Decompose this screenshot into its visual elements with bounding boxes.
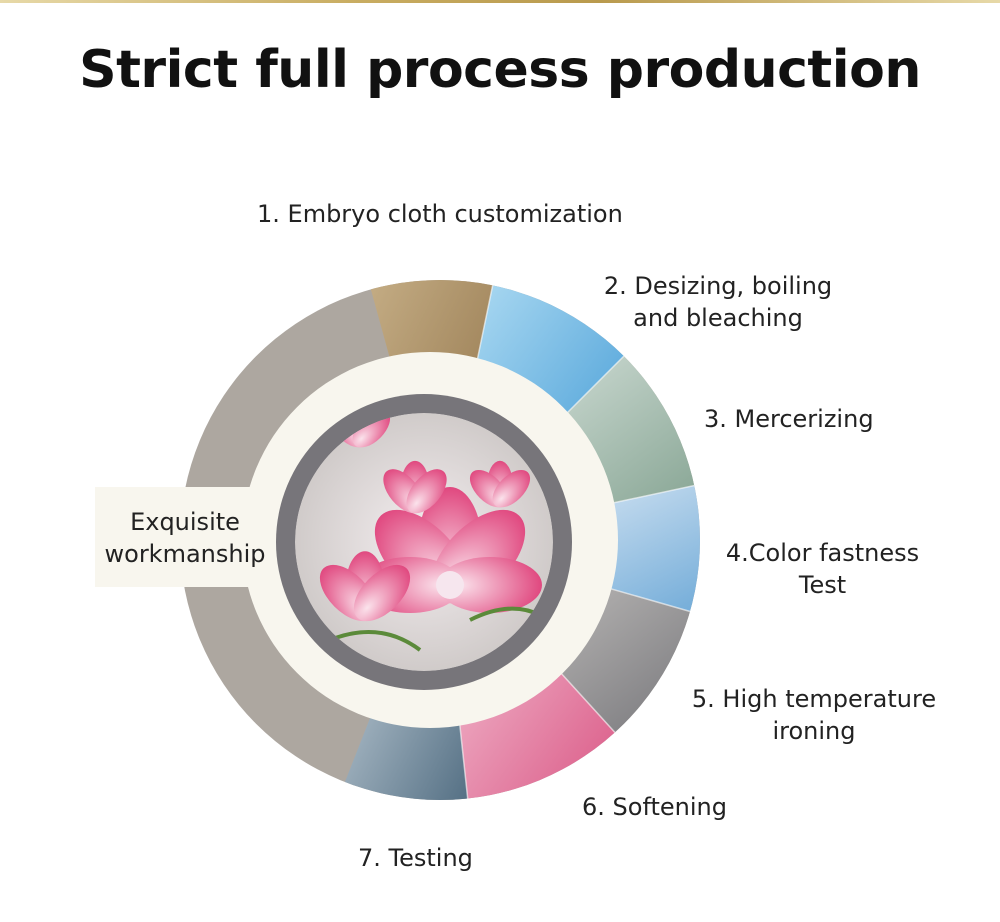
step-2-line-1: 2. Desizing, boiling [603, 272, 833, 300]
hub-label: Exquisite workmanship [104, 508, 266, 568]
step-5-label: 5. High temperature ironing [680, 683, 948, 747]
step-4-label: 4.Color fastness Test [715, 537, 930, 601]
step-4-line-1: 4.Color fastness [725, 539, 920, 567]
top-decorative-rule [0, 0, 1000, 3]
step-3-line-1: 3. Mercerizing [704, 405, 874, 433]
step-7-line-1: 7. Testing [358, 844, 473, 872]
step-1-line-1: 1. Embryo cloth customization [257, 200, 623, 228]
step-1-label: 1. Embryo cloth customization [257, 198, 623, 230]
step-7-label: 7. Testing [358, 842, 473, 874]
step-4-line-2: Test [798, 571, 847, 599]
step-5-line-2: ironing [772, 717, 856, 745]
step-2-line-2: and bleaching [633, 304, 803, 332]
page-title: Strict full process production [79, 40, 921, 100]
step-2-label: 2. Desizing, boiling and bleaching [598, 270, 838, 334]
step-3-label: 3. Mercerizing [704, 403, 874, 435]
step-6-label: 6. Softening [582, 791, 727, 823]
flower-center-image [295, 413, 553, 671]
step-6-line-1: 6. Softening [582, 793, 727, 821]
step-5-line-1: 5. High temperature [691, 685, 937, 713]
